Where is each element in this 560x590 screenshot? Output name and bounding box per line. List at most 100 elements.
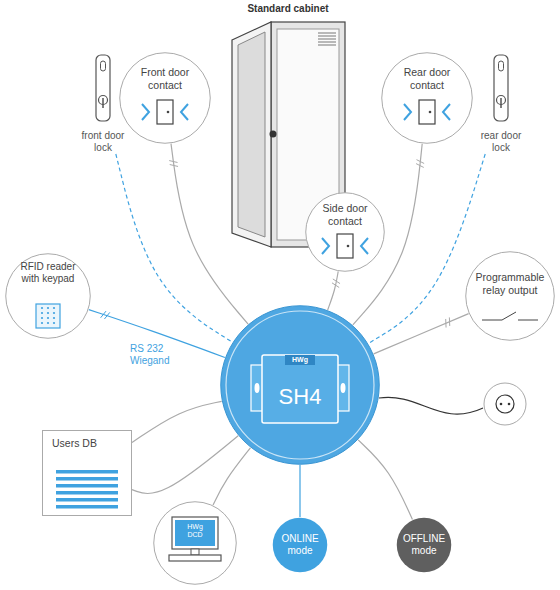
door-symbol [157,100,173,124]
relay-wire [482,320,502,321]
contact-bracket [181,104,188,120]
node-label: SH4 [265,384,335,410]
lock-body [96,55,110,121]
icon [322,234,368,258]
device-circle: Programmable relay output [465,251,555,341]
lock-slot [499,61,504,71]
keypad-key [53,307,55,309]
contact-bracket [404,104,411,120]
mount-ear [251,365,263,411]
cabinet-door-panel [238,32,265,237]
mount-hole [341,383,346,393]
contact-bracket [142,104,149,120]
db-row [56,491,118,495]
db-row [56,505,118,509]
circle-shape [397,518,452,573]
node-label: Rear door contact [396,66,458,91]
node-label: HWg DCD [181,523,209,539]
cable-tick [417,160,425,164]
relay-wire [518,320,538,321]
db-row [56,498,118,502]
keypad-symbol [36,304,60,328]
connector-line [328,271,339,310]
connector-line [132,401,222,442]
socket-circle [484,383,526,425]
monitor-screen [175,520,215,546]
node-label: rear door lock [473,130,529,154]
cabinet-handle [270,131,277,138]
monitor-stand [191,549,199,555]
connector-line [116,154,233,342]
interface-label: RS 232 Wiegand [128,343,176,367]
icon [404,100,450,124]
contact-bracket [443,104,450,120]
node-label: RFID reader with keypad [17,261,79,285]
cable-tick [445,319,446,328]
cabinet-door [232,22,271,247]
circle-outline [119,52,211,144]
cable-tick [101,311,106,318]
keypad-key [47,307,49,309]
node-label: Users DB [52,437,124,450]
device-circle: ONLINE mode [272,517,328,573]
node-label: front door lock [75,130,131,154]
circle-shape [120,53,211,144]
cable-tick [333,279,340,284]
icon [482,312,538,320]
circle-shape [382,53,473,144]
device-badge [285,355,315,365]
keypad-key [41,317,43,319]
node-label: Front door contact [134,66,196,91]
node-label: Programmable relay output [473,271,547,296]
lock-body [494,55,508,121]
keypad-key [41,307,43,309]
mount-hole [255,383,260,393]
power-socket [496,395,514,413]
keypad-key [53,322,55,324]
circle-shape [154,502,237,585]
keypad-key [47,312,49,314]
circle-shape [221,306,380,465]
connector-line [368,154,485,343]
lock-keyhole [102,98,104,108]
device-circle: Side door contact [305,192,385,272]
icon [36,304,60,328]
socket-pin [500,403,503,406]
connector-line [299,465,300,517]
door-knob [347,245,350,248]
mount-ear [337,365,349,411]
lock-slot [101,61,106,71]
keypad-key [41,312,43,314]
circle-outline [381,52,473,144]
door-lock: rear door lock [466,52,536,154]
door-knob [429,111,432,114]
connector-line [213,448,250,505]
door-symbol [337,234,353,258]
db-row [56,484,118,488]
connector-line [358,440,412,520]
inner-ring [226,311,374,459]
db-row [56,477,118,481]
node-label: Side door contact [317,202,373,227]
cable-tick [104,312,109,319]
node-label: OFFLINE mode [399,533,449,557]
sh4-device [262,355,338,423]
brand-mark: HWg [285,355,315,364]
box-shape [43,431,132,516]
contact-bracket [361,238,368,254]
device-circle: Rear door contact [381,52,473,144]
circle-shape [306,193,385,272]
monitor [172,517,218,549]
device-circle: Front door contact [119,52,211,144]
keyboard [169,555,221,561]
db-row [56,470,118,474]
socket-pin [508,403,511,406]
keypad-key [47,317,49,319]
device-circle: RFID reader with keypad [5,253,91,339]
power-cable [379,397,483,414]
node-label: ONLINE mode [276,533,324,557]
cable-tick [449,317,450,326]
circle-shape [6,254,91,339]
